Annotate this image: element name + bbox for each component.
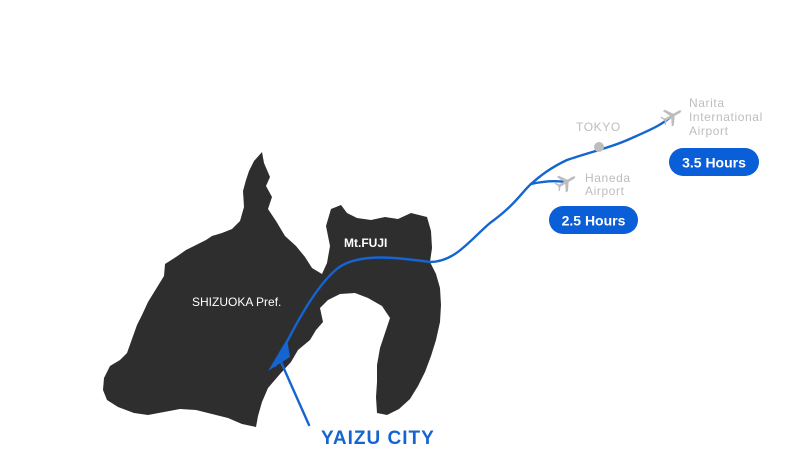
airplane-icon [554,175,576,193]
yaizu-leader-line [279,360,311,427]
location-pointer-icon [268,339,290,371]
haneda-label-line-1: Haneda [585,171,631,185]
haneda-travel-time: 2.5 Hours [562,213,626,229]
airplane-icon [660,109,682,127]
tokyo-label: TOKYO [576,120,621,134]
mt-fuji-label: Mt.FUJI [344,236,387,250]
yaizu-city-label: YAIZU CITY [321,428,435,449]
narita-travel-time: 3.5 Hours [682,155,746,171]
narita-label-line-1: Narita [689,96,725,110]
route-line-narita [273,113,675,368]
tokyo-marker [594,142,604,152]
haneda-label-line-2: Airport [585,184,625,198]
narita-travel-time-badge: 3.5 Hours [669,148,759,176]
haneda-travel-time-badge: 2.5 Hours [549,206,638,234]
narita-label-line-2: International [689,110,763,124]
prefecture-label: SHIZUOKA Pref. [192,295,281,309]
narita-label-line-3: Airport [689,124,729,138]
route-line-haneda [529,179,568,186]
shizuoka-prefecture-land [103,152,441,427]
